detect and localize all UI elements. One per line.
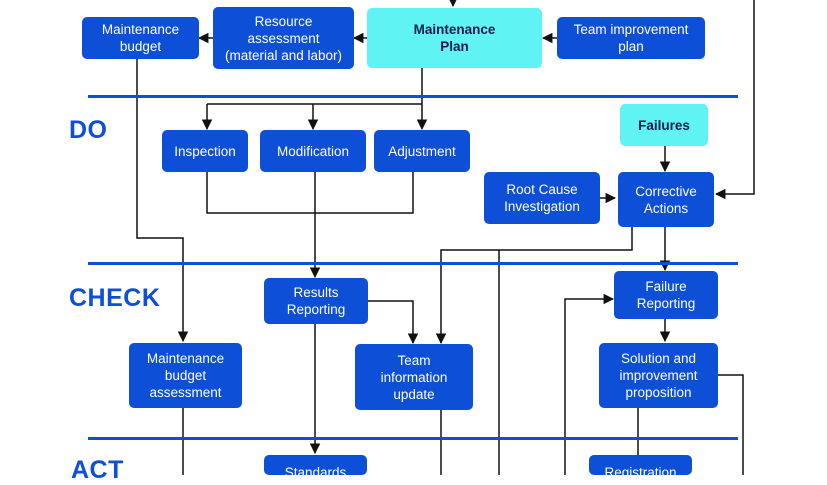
pdca-maintenance-flowchart: DO CHECK ACT Maintenance budget Resource… xyxy=(69,0,755,484)
phase-divider-check-act xyxy=(88,437,738,440)
maintenance-budget-box: Maintenance budget xyxy=(82,17,199,59)
phase-divider-plan-do xyxy=(88,95,738,98)
maintenance-budget-assessment-box: Maintenance budget assessment xyxy=(129,343,242,408)
corrective-actions-box: Corrective Actions xyxy=(618,172,714,227)
registration-box: Registration xyxy=(589,455,692,480)
root-cause-investigation-box: Root Cause Investigation xyxy=(484,172,600,224)
standards-box: Standards xyxy=(264,455,367,480)
adjustment-box: Adjustment xyxy=(374,130,470,172)
phase-label-do: DO xyxy=(69,116,108,144)
results-reporting-box: Results Reporting xyxy=(264,278,368,324)
phase-label-act: ACT xyxy=(71,456,124,484)
arrow-loop-into-failure-reporting xyxy=(564,293,615,475)
phase-divider-do-check xyxy=(88,262,738,265)
line-solution-right xyxy=(718,374,744,475)
resource-assessment-box: Resource assessment (material and labor) xyxy=(213,7,354,69)
inspection-box: Inspection xyxy=(162,130,248,172)
team-information-update-box: Team information update xyxy=(355,344,473,410)
line-do-merge xyxy=(206,172,414,214)
phase-label-check: CHECK xyxy=(69,284,161,312)
failures-box: Failures xyxy=(620,104,708,146)
failure-reporting-box: Failure Reporting xyxy=(614,271,718,319)
arrow-return-to-corrective xyxy=(714,0,755,200)
arrow-budget-to-assessment xyxy=(136,59,189,343)
modification-box: Modification xyxy=(260,130,366,172)
solution-and-improvement-proposition-box: Solution and improvement proposition xyxy=(599,343,718,408)
connector-lines xyxy=(136,0,755,475)
arrow-corrective-to-team-info xyxy=(435,227,633,345)
maintenance-plan-box: Maintenance Plan xyxy=(367,8,542,68)
team-improvement-plan-box: Team improvement plan xyxy=(557,17,705,59)
arrow-results-to-team-info xyxy=(368,300,419,345)
